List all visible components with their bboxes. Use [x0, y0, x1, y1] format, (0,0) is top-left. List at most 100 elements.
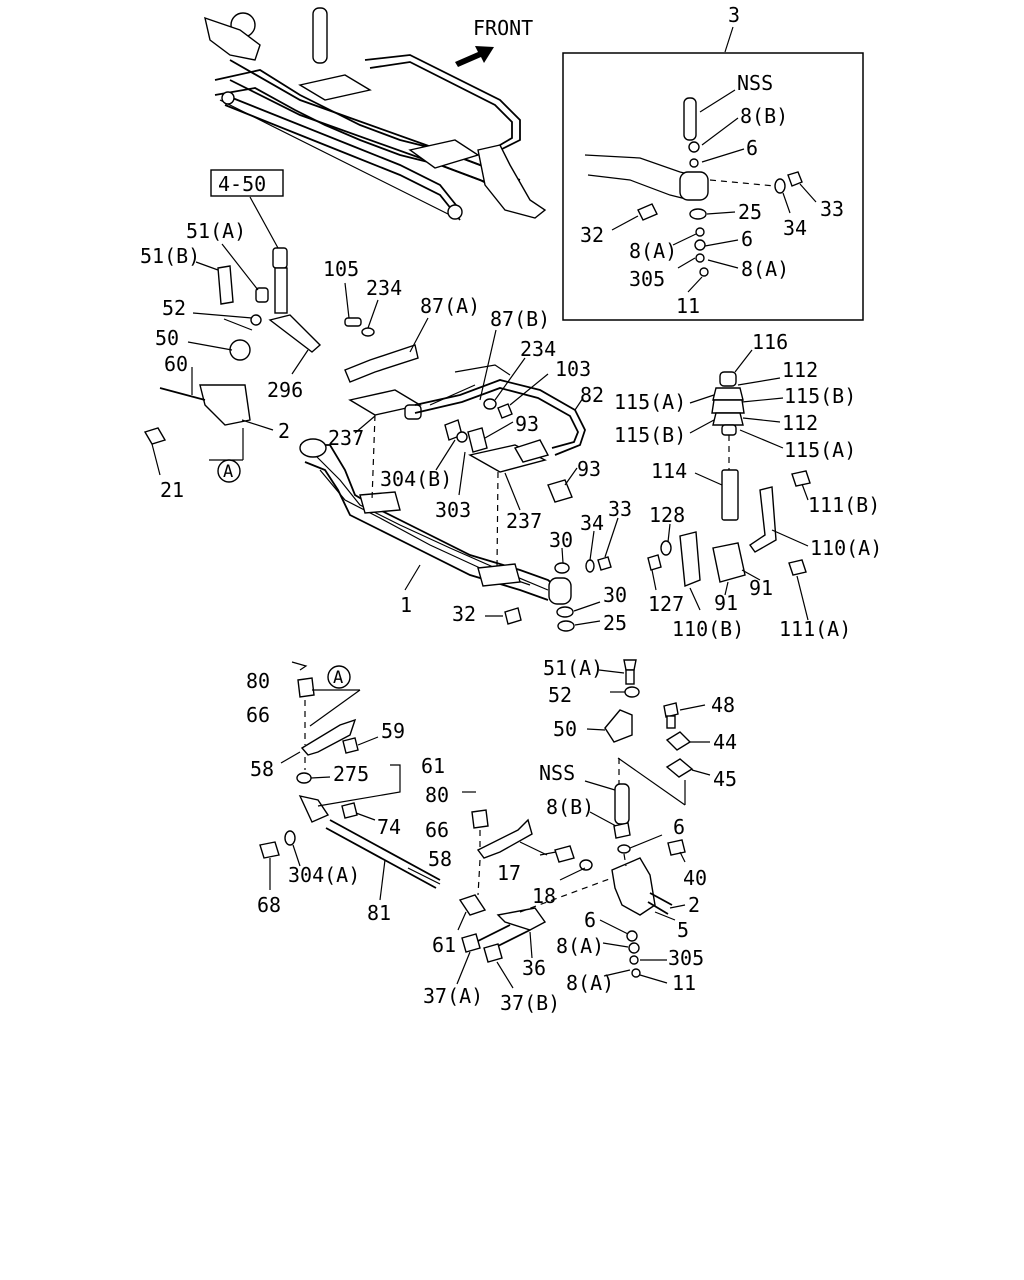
label-5: 5: [677, 918, 689, 942]
label-50: 50: [553, 717, 577, 741]
steering-arm-36: [496, 907, 547, 931]
label-6: 6: [673, 815, 685, 839]
label-48: 48: [711, 693, 735, 717]
label-37a: 37(A): [423, 984, 483, 1008]
label-74: 74: [377, 815, 401, 839]
label-60: 60: [164, 352, 188, 376]
label-115b: 115(B): [614, 423, 686, 447]
front-direction-indicator: FRONT: [455, 16, 533, 67]
tie-rod-end-61: [298, 795, 330, 823]
label-51a: 51(A): [186, 219, 246, 243]
stabilizer-link-assembly: 116 112 115(A) 115(B) 112 115(B) 115(A) …: [614, 330, 882, 641]
steering-arm-58: [300, 718, 357, 756]
label-93: 93: [515, 412, 539, 436]
label-304a: 304(A): [288, 863, 360, 887]
label-59: 59: [381, 719, 405, 743]
label-32: 32: [452, 602, 476, 626]
label-111a: 111(A): [779, 617, 851, 641]
label-80: 80: [246, 669, 270, 693]
steering-arm-58: [476, 818, 533, 859]
label-51b: 51(B): [140, 244, 200, 268]
label-303: 303: [435, 498, 471, 522]
label-68: 68: [257, 893, 281, 917]
bracket-110b: [679, 531, 701, 587]
label-115b: 115(B): [784, 384, 856, 408]
label-58: 58: [250, 757, 274, 781]
knuckle-assembly: 51(A) 52 48 50 44 NSS 45 80 8(B) 66 6 58…: [423, 656, 737, 1015]
label-116: 116: [752, 330, 788, 354]
label-25: 25: [603, 611, 627, 635]
label-81: 81: [367, 901, 391, 925]
label-40: 40: [683, 866, 707, 890]
label-44: 44: [713, 730, 737, 754]
label-304b: 304(B): [380, 467, 452, 491]
label-nss: NSS: [539, 761, 575, 785]
label-66: 66: [246, 703, 270, 727]
label-110b: 110(B): [672, 617, 744, 641]
label-112: 112: [782, 358, 818, 382]
label-1: 1: [400, 593, 412, 617]
detail-box-3: 3 NSS 8(B) 6 33 34: [562, 3, 864, 321]
label-51a: 51(A): [543, 656, 603, 680]
bracket-237: [348, 389, 422, 416]
label-52: 52: [548, 683, 572, 707]
label-33: 33: [820, 197, 844, 221]
kingpin-nss: [614, 783, 630, 825]
label-91: 91: [749, 576, 773, 600]
label-18: 18: [532, 884, 556, 908]
label-103: 103: [555, 357, 591, 381]
label-305: 305: [668, 946, 704, 970]
label-8a: 8(A): [556, 934, 604, 958]
reference-box: [210, 169, 284, 197]
label-93: 93: [577, 457, 601, 481]
bushing-93: [467, 427, 488, 453]
label-6: 6: [746, 136, 758, 160]
label-58: 58: [428, 847, 452, 871]
label-82: 82: [580, 383, 604, 407]
label-105: 105: [323, 257, 359, 281]
steering-knuckle: [611, 857, 656, 916]
tie-rod-end-61: [458, 894, 487, 916]
label-6: 6: [584, 908, 596, 932]
kingpin-upper-left: [312, 7, 328, 64]
left-beam-eye: [299, 438, 327, 458]
label-nss: NSS: [737, 71, 773, 95]
label-8b: 8(B): [546, 795, 594, 819]
label-237: 237: [506, 509, 542, 533]
label-25: 25: [738, 200, 762, 224]
label-11: 11: [672, 971, 696, 995]
label-50: 50: [155, 326, 179, 350]
label-34: 34: [580, 511, 604, 535]
label-8a: 8(A): [629, 239, 677, 263]
right-beam-eye: [548, 577, 572, 605]
label-305: 305: [629, 267, 665, 291]
detail-number: 3: [728, 3, 740, 27]
label-2: 2: [278, 419, 290, 443]
label-66: 66: [425, 818, 449, 842]
label-87a: 87(A): [420, 294, 480, 318]
label-17: 17: [497, 861, 521, 885]
label-91: 91: [714, 591, 738, 615]
callout-a-circle: [217, 459, 241, 483]
label-275: 275: [333, 762, 369, 786]
label-8b: 8(B): [740, 104, 788, 128]
label-296: 296: [267, 378, 303, 402]
label-8a: 8(A): [741, 257, 789, 281]
label-36: 36: [522, 956, 546, 980]
label-80: 80: [425, 783, 449, 807]
label-30: 30: [603, 583, 627, 607]
label-234: 234: [520, 337, 556, 361]
front-arrow-icon: [455, 46, 494, 67]
label-4-50: 4-50: [218, 172, 266, 196]
link-rod-114: [721, 469, 739, 521]
label-21: 21: [160, 478, 184, 502]
bracket-50: [604, 709, 633, 743]
label-112: 112: [782, 411, 818, 435]
label-127: 127: [648, 592, 684, 616]
axle-assembly-overview: [204, 7, 547, 221]
bracket-110a: [749, 486, 777, 553]
bushing-93: [547, 479, 573, 503]
label-32: 32: [580, 223, 604, 247]
